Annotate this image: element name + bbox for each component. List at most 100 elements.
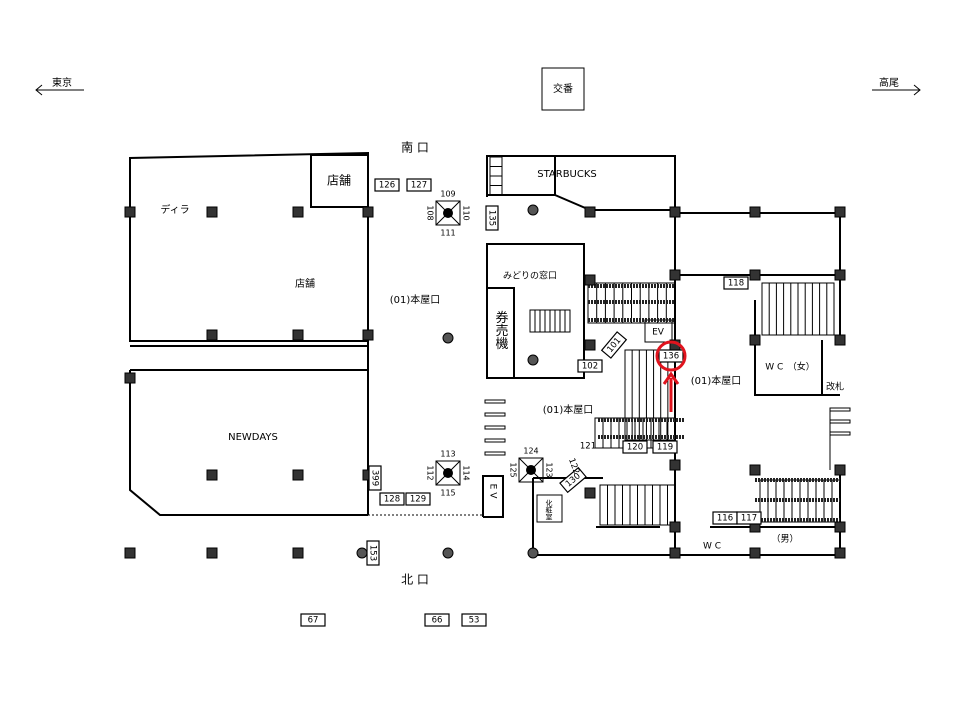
column: [292, 206, 304, 218]
round-column: [527, 547, 539, 559]
ad-tag-153: 153: [366, 540, 380, 566]
column: [584, 487, 596, 499]
ticket-gate-label: 改札: [826, 381, 844, 393]
column: [834, 206, 846, 218]
ad-tag-129: 129: [405, 492, 431, 506]
svg-text:交番: 交番: [553, 82, 573, 95]
svg-text:125: 125: [509, 462, 518, 477]
svg-text:124: 124: [523, 447, 538, 456]
ad-tags: 126 127 135 128 129 399 153 102 118 136 120 119 116 1…: [300, 178, 762, 627]
column: [362, 206, 374, 218]
starbucks-label: STARBUCKS: [537, 169, 597, 180]
highlight-marker: [655, 340, 687, 412]
column: [292, 547, 304, 559]
south-exit-label: 南 口: [401, 140, 429, 155]
svg-text:111: 111: [440, 229, 455, 238]
ad-tag-136: 136: [658, 349, 684, 363]
svg-text:110: 110: [462, 205, 471, 220]
main-exit-label: (01)本屋口: [543, 403, 594, 416]
column: [292, 469, 304, 481]
round-column: [527, 354, 539, 366]
ad-tag-117: 117: [736, 511, 762, 525]
shop-mid-label: 店舗: [295, 277, 315, 290]
svg-text:53: 53: [469, 616, 480, 626]
ticket-machine-label: 券売機: [493, 310, 509, 350]
north-exit-label: 北 口: [401, 573, 429, 587]
ad-tag-67: 67: [300, 613, 326, 627]
svg-text:120: 120: [627, 443, 643, 453]
column: [749, 206, 761, 218]
elevator-label: E V: [488, 484, 498, 500]
powder-room-label: 化粧室: [545, 499, 553, 521]
police-box: 交番: [541, 67, 585, 111]
column: [669, 269, 681, 281]
column: [124, 372, 136, 384]
svg-text:66: 66: [432, 616, 443, 626]
shop-top-label: 店舗: [327, 174, 351, 188]
svg-text:118: 118: [728, 279, 744, 289]
ad-tag-135: 135: [485, 205, 499, 231]
svg-text:116: 116: [717, 514, 733, 524]
svg-text:102: 102: [582, 362, 598, 372]
svg-text:108: 108: [426, 205, 435, 220]
newdays-label: NEWDAYS: [228, 432, 278, 443]
svg-text:129: 129: [410, 495, 426, 505]
svg-text:115: 115: [440, 489, 455, 498]
column: [834, 464, 846, 476]
direction-takao-label: 高尾: [879, 76, 899, 89]
svg-text:126: 126: [379, 181, 395, 191]
column: [834, 521, 846, 533]
round-column: [527, 204, 539, 216]
column: [749, 334, 761, 346]
midori-window-label: みどりの窓口: [503, 270, 557, 282]
svg-text:119: 119: [657, 443, 673, 453]
column: [669, 206, 681, 218]
ad-tag-66: 66: [424, 613, 450, 627]
svg-text:113: 113: [440, 450, 455, 459]
column: [206, 329, 218, 341]
svg-text:127: 127: [411, 181, 427, 191]
svg-text:123: 123: [545, 462, 554, 477]
ad-tag-116: 116: [712, 511, 738, 525]
svg-text:135: 135: [487, 210, 497, 226]
column: [834, 547, 846, 559]
svg-text:121: 121: [580, 442, 596, 452]
ad-tag-102: 102: [577, 359, 603, 373]
columns: [124, 204, 846, 559]
ad-tag-121: 121: [580, 442, 596, 452]
svg-text:117: 117: [741, 514, 757, 524]
column: [749, 464, 761, 476]
direction-takao: 高尾: [872, 76, 921, 96]
round-column: [442, 332, 454, 344]
wc-men-type-label: （男）: [771, 534, 798, 545]
main-exit-label: (01)本屋口: [390, 293, 441, 306]
column: [749, 269, 761, 281]
ad-tag-128: 128: [379, 492, 405, 506]
svg-text:112: 112: [426, 465, 435, 480]
kiosk: 113 114 115 112: [426, 450, 471, 498]
column: [362, 329, 374, 341]
column: [124, 547, 136, 559]
ad-tag-127: 127: [406, 178, 432, 192]
stairs: [484, 156, 851, 526]
direction-tokyo-label: 東京: [52, 76, 72, 89]
column: [206, 547, 218, 559]
ad-tag-101: 101: [600, 331, 628, 359]
kiosk: 109 110 111 108: [426, 190, 471, 238]
column: [669, 459, 681, 471]
column: [584, 206, 596, 218]
column: [206, 469, 218, 481]
dira-label: ディラ: [160, 203, 189, 216]
kiosk: 124 123 125: [509, 447, 554, 483]
direction-tokyo: 東京: [35, 76, 84, 96]
column: [584, 339, 596, 351]
wc-women-label: W C （女）: [765, 361, 815, 373]
svg-text:153: 153: [368, 545, 378, 561]
svg-text:122: 122: [566, 457, 581, 476]
elevator-label: EV: [652, 328, 665, 338]
column: [834, 269, 846, 281]
ad-tag-118: 118: [723, 276, 749, 290]
column: [292, 329, 304, 341]
ad-tag-399: 399: [368, 465, 382, 491]
